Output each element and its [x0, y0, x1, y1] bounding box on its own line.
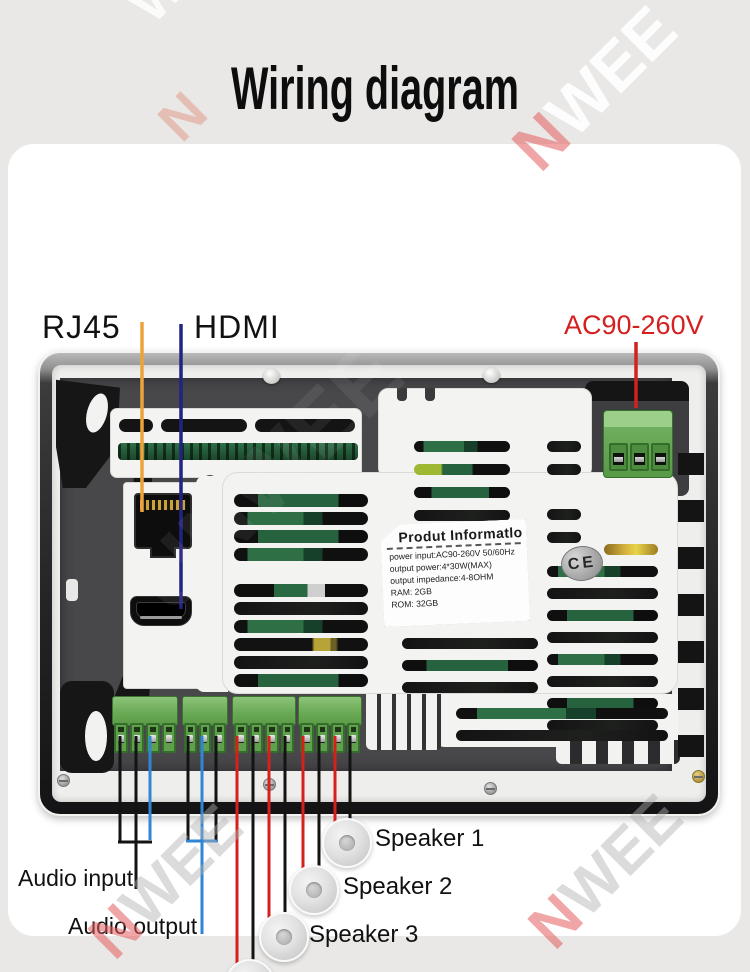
power-label: AC90-260V: [564, 310, 704, 340]
diagram-card: Produt Informatlo power input:AC90-260V …: [8, 144, 741, 972]
vent-slot: [547, 610, 658, 621]
terminal-block-speakers-34: [232, 696, 296, 753]
vent-slot: [234, 620, 368, 633]
rj45-clip: [150, 547, 176, 558]
vent-slot: [402, 682, 538, 693]
vent-slot: [161, 419, 247, 432]
hdmi-lip: [140, 616, 182, 619]
vent-slot: [604, 544, 658, 555]
vent-slot: [234, 584, 368, 597]
vent-comb-bottom: [556, 740, 680, 764]
product-info-label: Produt Informatlo power input:AC90-260V …: [380, 519, 530, 627]
vent-slot: [402, 660, 538, 671]
oval-cutout-bottom: [85, 711, 107, 761]
vent-slot: [414, 487, 510, 498]
vent-slot: [547, 441, 581, 452]
vent-slot: [255, 419, 355, 432]
screw: [57, 774, 70, 787]
panel-notch: [66, 579, 78, 601]
terminal-block-speakers-12: [298, 696, 362, 753]
speaker-icon-4: [225, 959, 275, 972]
vent-slot: [234, 530, 368, 543]
speaker4-label: Speaker 4: [278, 969, 387, 972]
vent-slot: [414, 464, 510, 475]
screw: [692, 770, 705, 783]
terminal-block-audio-out: [182, 696, 228, 753]
vent-slot: [414, 441, 510, 452]
top-vent-module: [110, 408, 362, 478]
vent-slot: [547, 532, 581, 543]
audio-input-label: Audio input: [18, 865, 134, 891]
vent-slot: [414, 510, 510, 521]
screw: [484, 782, 497, 795]
rj45-label: RJ45: [42, 309, 121, 345]
vent-slot: [234, 548, 368, 561]
vent-slot: [547, 588, 658, 599]
ac-power-terminal: [603, 410, 673, 478]
speaker-icon-1: [322, 818, 372, 868]
device-rear-panel: Produt Informatlo power input:AC90-260V …: [38, 351, 720, 816]
vent-slot: [547, 720, 658, 731]
vent-comb-left: [366, 694, 442, 750]
speaker3-label: Speaker 3: [309, 921, 419, 948]
vent-slot: [547, 654, 658, 665]
screw-dome: [263, 369, 280, 384]
vent-slot: [234, 494, 368, 507]
pcb-edge-strip: [118, 443, 358, 460]
vent-slot: [119, 419, 153, 432]
right-edge-clips: [678, 428, 704, 768]
screw-dome: [483, 368, 500, 383]
vent-slot: [547, 464, 581, 475]
vent-slot: [234, 512, 368, 525]
audio-output-label: Audio output: [68, 913, 198, 939]
vent-slot: [547, 566, 658, 577]
vent-slot: [234, 674, 368, 687]
vent-slot: [547, 509, 581, 520]
screw: [263, 778, 276, 791]
speaker-icon-3: [259, 912, 309, 962]
vent-slot: [456, 708, 668, 719]
vent-slot: [234, 638, 368, 651]
vent-slot: [234, 602, 368, 615]
speaker1-label: Speaker 1: [375, 825, 485, 852]
hdmi-label: HDMI: [194, 309, 280, 345]
speaker-icon-2: [289, 865, 339, 915]
terminal-block-audio-in: [112, 696, 178, 753]
vent-slot: [547, 698, 658, 709]
vent-slot: [547, 676, 658, 687]
vent-slot: [547, 632, 658, 643]
watermark: WEE: [118, 0, 249, 35]
vent-stack-left: [234, 488, 368, 700]
page-title: Wiring diagram: [231, 55, 519, 122]
vent-slot: [234, 656, 368, 669]
speaker2-label: Speaker 2: [343, 873, 453, 900]
rj45-pins: [140, 500, 186, 510]
vent-slot: [402, 638, 538, 649]
vent-slot: [456, 730, 668, 741]
